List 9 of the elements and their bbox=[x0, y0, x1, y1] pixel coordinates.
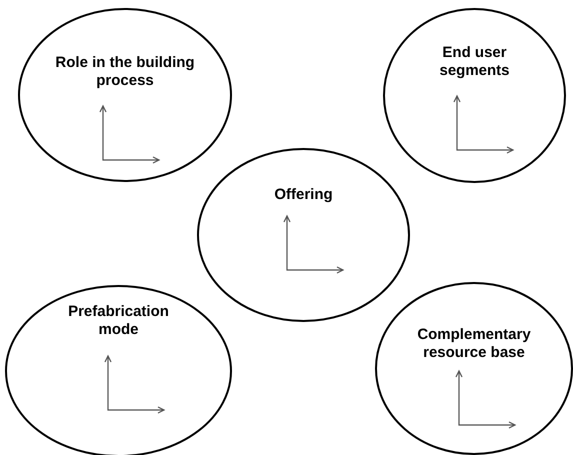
node-label: Offering bbox=[273, 186, 334, 204]
node-label: Complementary resource base bbox=[416, 326, 532, 362]
ellipse-node bbox=[18, 8, 232, 182]
node-label: End user segments bbox=[438, 44, 511, 80]
node-label: Role in the building process bbox=[54, 54, 196, 90]
ellipse-node bbox=[197, 148, 410, 322]
ellipse-node bbox=[375, 282, 573, 455]
ellipse-node bbox=[383, 8, 566, 183]
node-label: Prefabrication mode bbox=[67, 303, 170, 339]
